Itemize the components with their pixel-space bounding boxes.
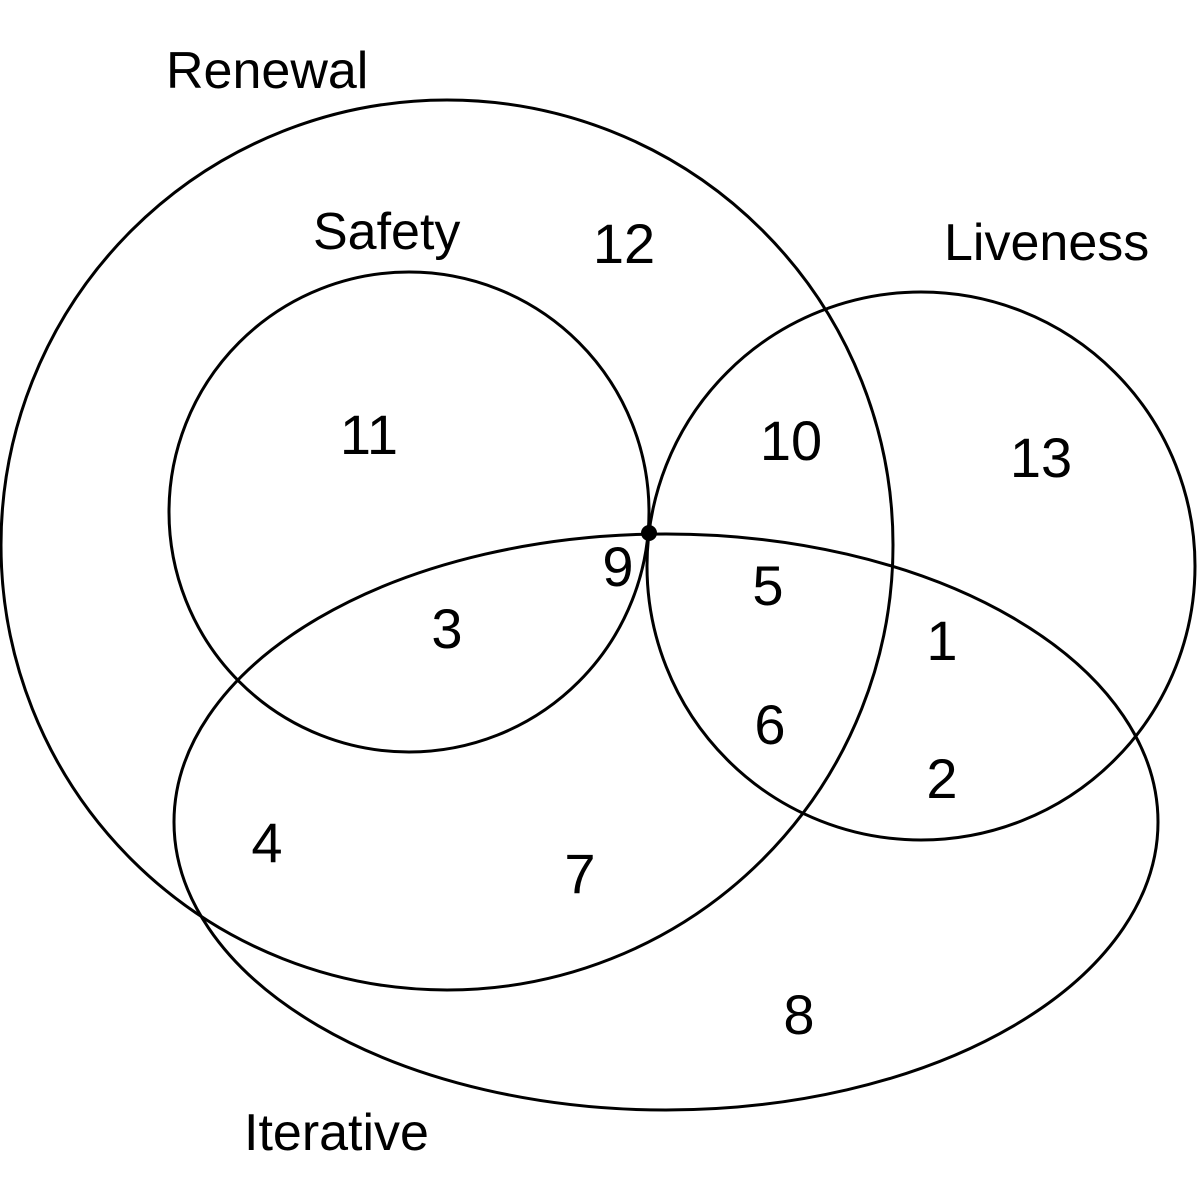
junction-point <box>641 525 657 541</box>
liveness-label: Liveness <box>944 214 1149 272</box>
region-label-8: 8 <box>783 983 814 1046</box>
safety-label: Safety <box>313 203 460 261</box>
liveness-set-outline <box>645 290 1197 842</box>
region-label-13: 13 <box>1010 426 1072 489</box>
renewal-label: Renewal <box>166 42 368 100</box>
renewal-set-outline <box>0 98 895 992</box>
iterative-label: Iterative <box>244 1104 429 1162</box>
region-label-5: 5 <box>752 554 783 617</box>
region-label-6: 6 <box>754 693 785 756</box>
region-label-10: 10 <box>760 409 822 472</box>
iterative-set-outline <box>172 532 1160 1112</box>
region-label-11: 11 <box>340 403 398 466</box>
region-label-1: 1 <box>926 609 957 672</box>
region-label-2: 2 <box>926 747 957 810</box>
region-label-4: 4 <box>251 811 282 874</box>
region-label-9: 9 <box>602 535 633 598</box>
region-label-3: 3 <box>431 597 462 660</box>
region-label-12: 12 <box>593 212 655 275</box>
safety-set-outline <box>167 270 651 754</box>
region-label-7: 7 <box>564 842 595 905</box>
